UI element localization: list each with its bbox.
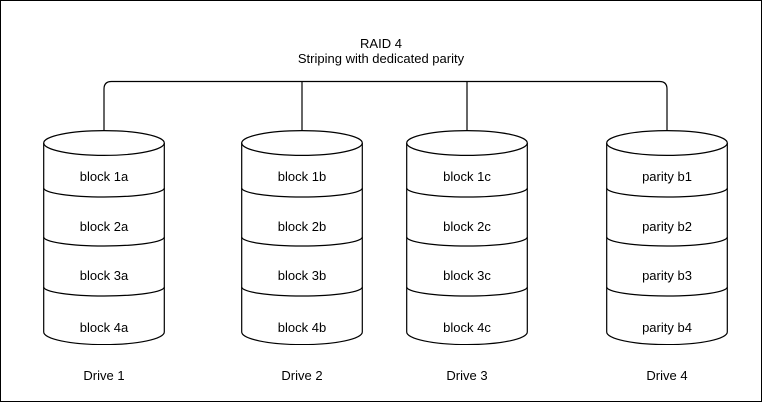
block-label: block 1b — [277, 169, 327, 184]
block-label: block 4b — [277, 320, 327, 335]
block-label: block 3c — [443, 268, 491, 283]
disk-cylinder-icon — [606, 130, 728, 345]
block-label: block 2a — [79, 219, 129, 234]
drive-name-label: Drive 3 — [446, 368, 488, 383]
diagram-subtitle: Striping with dedicated parity — [297, 51, 465, 66]
disk-cylinder-icon — [43, 130, 165, 345]
block-label: block 1c — [443, 169, 491, 184]
drive-4: parity b1 parity b2 parity b3 parity b4 … — [606, 130, 728, 390]
block-label: block 2b — [277, 219, 327, 234]
drive-name-label: Drive 1 — [83, 368, 125, 383]
disk-cylinder-icon — [241, 130, 363, 345]
block-label: block 2c — [443, 219, 491, 234]
bus-line — [103, 80, 668, 131]
drive-2: block 1b block 2b block 3b block 4b Driv… — [241, 130, 363, 390]
drive-name-label: Drive 4 — [646, 368, 688, 383]
diagram-title-block: RAID 4 Striping with dedicated parity — [1, 36, 761, 66]
block-label: parity b2 — [642, 219, 692, 234]
block-label: parity b3 — [642, 268, 692, 283]
block-label: block 4c — [443, 320, 491, 335]
block-label: block 3b — [277, 268, 327, 283]
block-label: parity b1 — [642, 169, 692, 184]
drive-3: block 1c block 2c block 3c block 4c Driv… — [406, 130, 528, 390]
block-label: block 1a — [79, 169, 129, 184]
diagram-title: RAID 4 — [360, 36, 402, 51]
block-label: block 3a — [79, 268, 129, 283]
block-label: block 4a — [79, 320, 129, 335]
drive-name-label: Drive 2 — [281, 368, 323, 383]
block-label: parity b4 — [642, 320, 692, 335]
drive-1: block 1a block 2a block 3a block 4a Driv… — [43, 130, 165, 390]
disk-cylinder-icon — [406, 130, 528, 345]
